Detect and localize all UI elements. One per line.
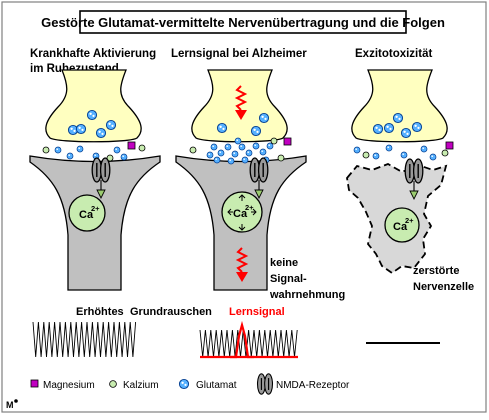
- calcium-charge-middle: 2+: [245, 203, 254, 212]
- note-middle-line2: Signal-: [270, 273, 307, 285]
- page-title: Gestörte Glutamat-vermittelte Nervenüber…: [41, 15, 445, 30]
- presynaptic-terminal-left: [45, 69, 142, 143]
- glutamate-vesicle: [250, 125, 262, 137]
- legend-receptor-label: NMDA-Rezeptor: [276, 380, 350, 391]
- glutamate-vesicle: [95, 127, 107, 139]
- magnesium-ion: [283, 137, 292, 146]
- panel-right: Ca 2+ zerstörte Nervenzelle: [346, 69, 474, 293]
- presynaptic-terminal-middle: [191, 69, 288, 143]
- glutamate-dot: [66, 152, 74, 160]
- glutamate-vesicle: [383, 122, 395, 134]
- glutamate-dot: [353, 146, 361, 154]
- signature-dot: [14, 399, 18, 403]
- glutamate-dot: [54, 146, 62, 154]
- calcium-ion: [106, 154, 114, 162]
- glutamate-vesicle: [105, 119, 117, 131]
- note-middle-line1: keine: [270, 257, 298, 269]
- glutamate-vesicle: [86, 109, 98, 121]
- trace-label-erhoehtes: Erhöhtes: [76, 306, 124, 318]
- glutamate-vesicle: [258, 112, 270, 124]
- note-right-line1: zerstörte: [413, 265, 459, 277]
- noise-trace-middle: [199, 329, 298, 358]
- note-right-line2: Nervenzelle: [413, 281, 474, 293]
- legend-calcium-swatch: [109, 380, 117, 388]
- noise-trace-left: [32, 321, 137, 358]
- glutamate-vesicle: [400, 127, 412, 139]
- magnesium-ion: [127, 141, 136, 150]
- calcium-ion: [441, 149, 449, 157]
- glutamate-dot: [113, 146, 121, 154]
- glutamate-vesicle: [216, 122, 228, 134]
- calcium-nucleus-middle: [221, 191, 263, 233]
- glutamate-dot: [372, 152, 380, 160]
- calcium-label-right: Ca: [393, 221, 408, 233]
- legend: Magnesium Kalzium Glutamat NMDA-Rezeptor: [30, 373, 350, 395]
- glutamate-vesicle: [372, 123, 384, 135]
- calcium-label-middle: Ca: [233, 208, 248, 220]
- calcium-ion: [362, 151, 370, 159]
- glutamate-dot: [400, 151, 408, 159]
- glutamate-vesicle: [392, 112, 404, 124]
- title-box: [79, 10, 407, 34]
- legend-magnesium-label: Magnesium: [43, 380, 95, 391]
- glutamate-dot: [120, 153, 128, 161]
- glutamate-vesicle: [75, 123, 87, 135]
- presynaptic-terminal-right: [351, 69, 448, 143]
- calcium-charge-left: 2+: [91, 204, 100, 213]
- signature: M: [6, 400, 14, 410]
- calcium-ion: [189, 146, 197, 154]
- calcium-spread-arrows: [227, 194, 257, 231]
- calcium-ion: [277, 154, 285, 162]
- calcium-label-left: Ca: [79, 209, 94, 221]
- glutamate-dot: [429, 153, 437, 161]
- heading-right: Exzitotoxizität: [355, 48, 432, 60]
- glutamate-dot: [420, 145, 428, 153]
- calcium-charge-right: 2+: [405, 216, 414, 225]
- glutamate-dot: [385, 144, 393, 152]
- legend-glutamate-label: Glutamat: [196, 380, 237, 391]
- trace-label-lernsignal: Lernsignal: [229, 306, 285, 318]
- legend-magnesium-swatch: [30, 379, 39, 388]
- heading-middle: Lernsignal bei Alzheimer: [171, 48, 307, 60]
- signal-spike: [230, 320, 254, 359]
- panel-left: Ca 2+: [29, 69, 161, 291]
- legend-calcium-label: Kalzium: [123, 380, 159, 391]
- calcium-ion: [270, 137, 278, 145]
- magnesium-ion: [445, 141, 454, 150]
- calcium-nucleus-right: [384, 207, 420, 243]
- heading-left-line1: Krankhafte Aktivierung: [30, 48, 156, 60]
- glutamate-dot: [76, 145, 84, 153]
- legend-glutamate-swatch: [178, 378, 190, 390]
- calcium-nucleus-left: [68, 194, 106, 232]
- trace-label-grundrauschen: Grundrauschen: [130, 306, 212, 318]
- calcium-ion: [138, 144, 146, 152]
- glutamate-vesicle: [411, 121, 423, 133]
- calcium-ion: [42, 146, 50, 154]
- panel-middle: Ca 2+ keine Signal- wahrnehmung: [175, 69, 345, 301]
- note-middle-line3: wahrnehmung: [269, 289, 345, 301]
